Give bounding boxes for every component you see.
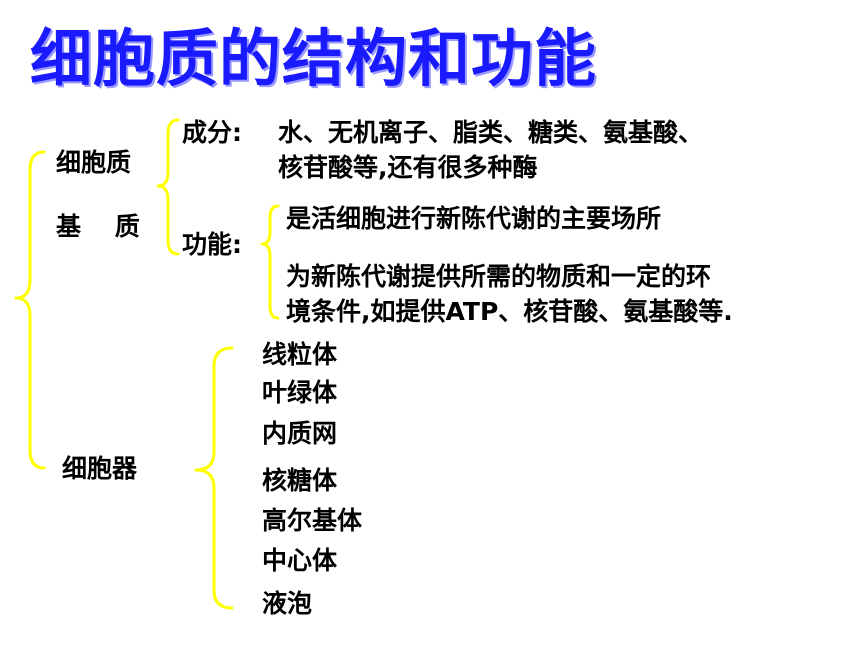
composition-label: 成分: [182,118,242,147]
composition-line-1: 水、无机离子、脂类、糖类、氨基酸、 [278,118,704,147]
function-item-2-line-1: 为新陈代谢提供所需的物质和一定的环 [286,262,712,291]
organelle-item: 核糖体 [262,466,338,495]
organelle-item: 高尔基体 [262,506,363,535]
outer-brace [14,150,46,470]
matrix-brace [156,118,180,256]
function-brace [260,204,280,320]
organelles-label: 细胞器 [62,454,138,483]
page-title: 细胞质的结构和功能 [30,22,598,95]
cytoplasm-label: 细胞质 [56,148,132,177]
function-item-1: 是活细胞进行新陈代谢的主要场所 [286,204,662,233]
organelle-brace [194,346,234,610]
organelle-item: 线粒体 [262,340,338,369]
organelle-item: 叶绿体 [262,378,338,407]
organelle-item: 中心体 [262,546,338,575]
matrix-label: 基 质 [56,212,140,241]
function-label: 功能: [182,230,242,259]
organelle-item: 液泡 [262,589,313,618]
organelle-item: 内质网 [262,419,338,448]
composition-line-2: 核苷酸等,还有很多种酶 [278,153,538,182]
function-item-2-line-2: 境条件,如提供ATP、核苷酸、氨基酸等. [286,297,733,326]
